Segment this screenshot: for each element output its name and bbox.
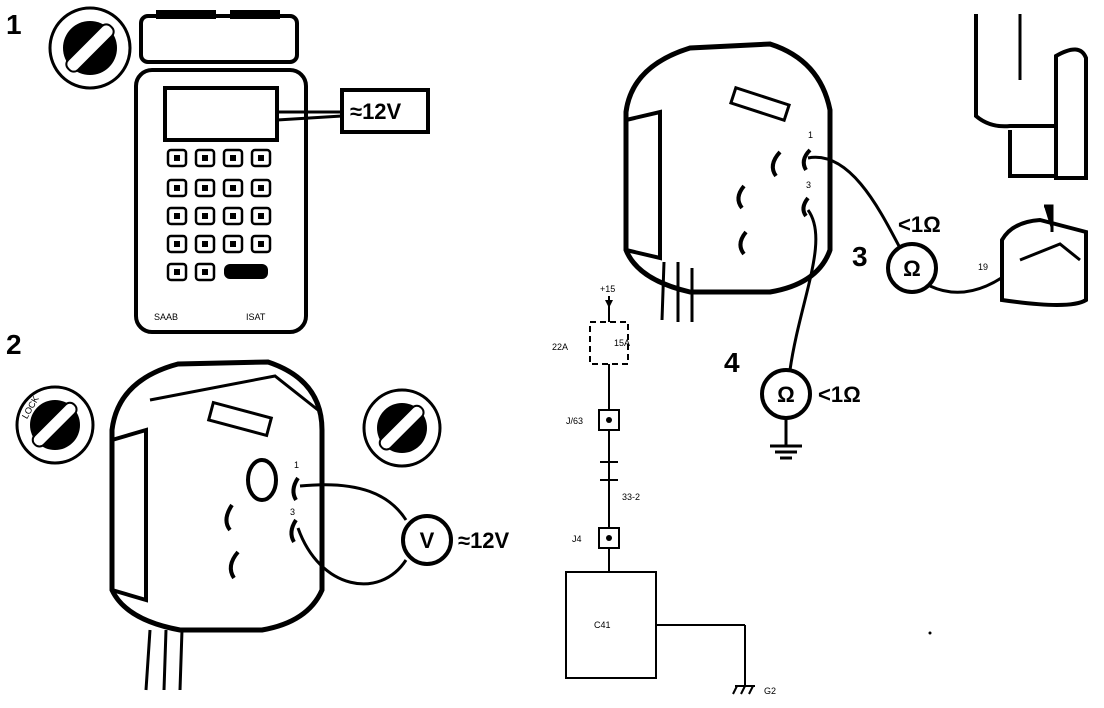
tester-key-glyph: [202, 241, 208, 247]
supply-label: +15: [600, 284, 615, 294]
tester-key-glyph: [258, 241, 264, 247]
pin-3-label: 3: [290, 507, 295, 517]
connector-housing-3: 1 3: [623, 41, 833, 322]
step-number-2: 2: [6, 329, 22, 360]
wiring-schematic: +15 22A 15A J/63 33-2 J4 C41 G2: [552, 284, 776, 696]
ignition-key-icon-left: LOCK: [15, 385, 95, 465]
step-number-3: 3: [852, 241, 868, 272]
ground-label: G2: [764, 686, 776, 696]
tester-key-glyph: [174, 241, 180, 247]
panel-3-4: 1 3 3 Ω <1Ω 19 4 Ω: [623, 14, 1088, 460]
connector-pin-19: 19: [978, 262, 988, 272]
tester-key-glyph: [258, 185, 264, 191]
panel-1: 1 SAAB ISAT ≈12V: [6, 6, 430, 334]
tester-device: SAAB ISAT: [134, 10, 308, 334]
ohmmeter-symbol-3: Ω: [903, 256, 921, 281]
tester-key-glyph: [202, 155, 208, 161]
reading-2: ≈12V: [458, 528, 510, 553]
connector-2-label: J4: [572, 534, 582, 544]
tester-key-glyph: [174, 269, 180, 275]
voltmeter-icon: V: [401, 514, 453, 566]
reading-3: <1Ω: [898, 212, 941, 237]
splice-label: 33-2: [622, 492, 640, 502]
connector-housing-2: 1 3: [109, 359, 325, 691]
tester-key-glyph: [258, 213, 264, 219]
reading-1: ≈12V: [350, 99, 402, 124]
pin-1-label-3: 1: [808, 130, 813, 140]
pin-3-label-3: 3: [806, 180, 811, 190]
tester-key-glyph: [230, 155, 236, 161]
pin-1-label: 1: [294, 460, 299, 470]
tester-key-glyph: [174, 185, 180, 191]
fuse-box: [589, 321, 629, 365]
connector-1-label: J/63: [566, 416, 583, 426]
tester-enter-key: [224, 264, 268, 279]
fuse-label: 22A: [552, 342, 568, 352]
tester-model: ISAT: [246, 312, 266, 322]
control-module-outline: [974, 14, 1088, 180]
reading-4: <1Ω: [818, 382, 861, 407]
ignition-key-icon-right: [362, 388, 442, 468]
tester-key-glyph: [230, 241, 236, 247]
ignition-key-icon: [48, 6, 132, 90]
tester-key-glyph: [202, 213, 208, 219]
step-number-4: 4: [724, 347, 740, 378]
ground-icon-schematic: [732, 685, 755, 695]
panel-2: 2 LOCK 1 3: [6, 329, 510, 691]
tester-key-glyph: [230, 213, 236, 219]
ground-icon-4: [770, 418, 802, 460]
ohmmeter-icon-4: Ω: [760, 368, 812, 420]
fuse-value: 15A: [614, 338, 630, 348]
tester-keypad: [166, 148, 272, 282]
control-module-box: [565, 571, 657, 679]
reading-box-1: [340, 88, 430, 134]
voltmeter-symbol: V: [420, 528, 435, 553]
tester-key-glyph: [230, 185, 236, 191]
step-number-1: 1: [6, 9, 22, 40]
tester-brand: SAAB: [154, 312, 178, 322]
tester-key-glyph: [174, 213, 180, 219]
tester-key-glyph: [174, 155, 180, 161]
tester-key-glyph: [258, 155, 264, 161]
tester-key-glyph: [202, 269, 208, 275]
ohmmeter-icon-3: Ω: [886, 242, 938, 294]
ohmmeter-symbol-4: Ω: [777, 382, 795, 407]
tester-key-glyph: [202, 185, 208, 191]
module-connector-3: 19: [978, 204, 1088, 307]
tester-display: [163, 86, 279, 142]
module-label: C41: [594, 620, 611, 630]
